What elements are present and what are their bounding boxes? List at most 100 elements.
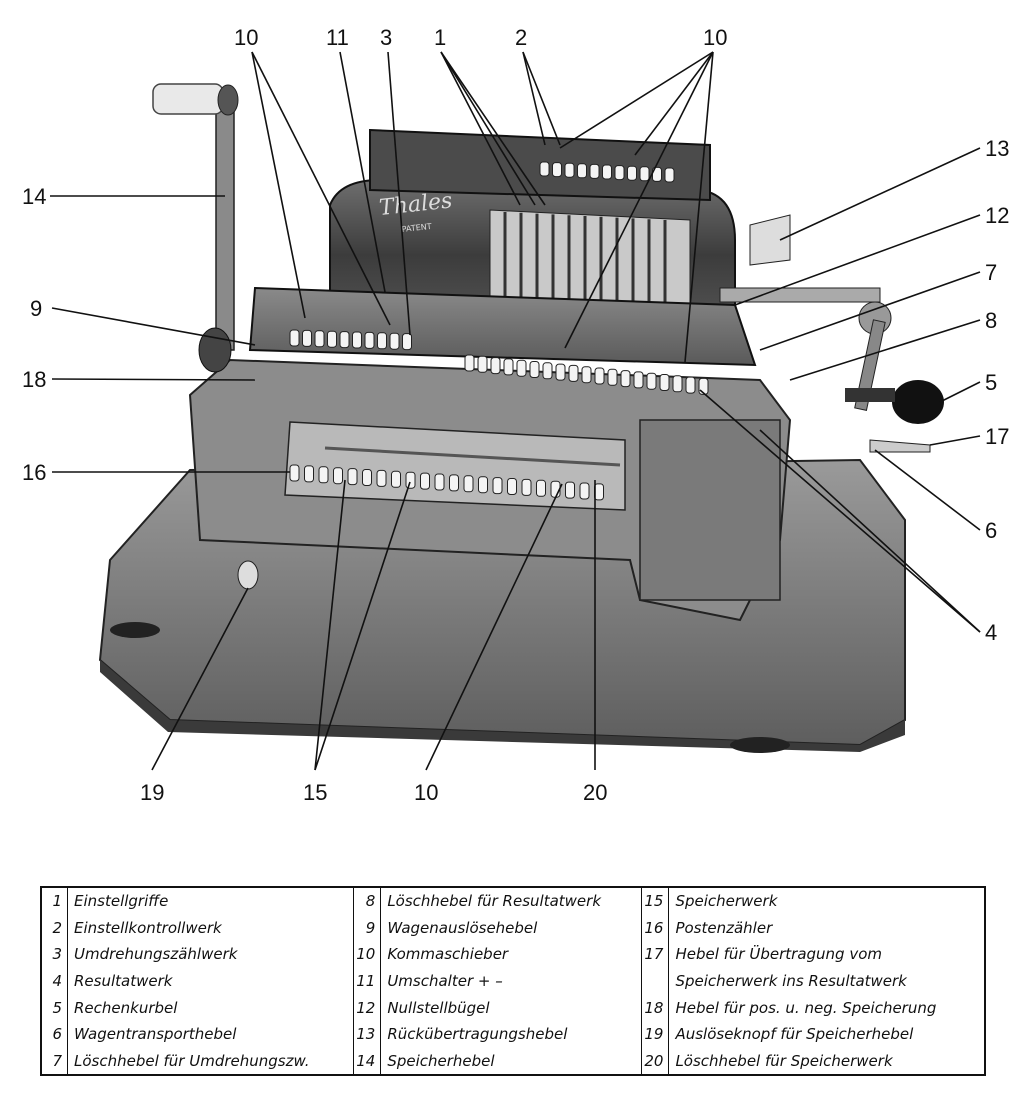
legend-number: 8	[353, 887, 382, 915]
storage-register-window	[304, 465, 314, 483]
patent-label: PATENT	[401, 222, 432, 234]
revolution-counter-window	[352, 331, 362, 349]
result-register-window	[542, 362, 553, 380]
callout-11: 11	[326, 25, 349, 50]
legend-number: 13	[353, 1020, 382, 1048]
legend-number: 3	[41, 941, 68, 968]
result-register-window	[477, 355, 488, 373]
legend-number: 18	[641, 994, 670, 1021]
storage-register-window	[434, 473, 445, 491]
result-register-window	[464, 354, 475, 372]
legend-description: Rechenkurbel	[67, 994, 355, 1021]
control-register-window	[539, 161, 550, 177]
callout-10-a: 10	[234, 25, 258, 50]
control-register-window	[639, 166, 650, 182]
revolution-counter-window	[377, 332, 387, 350]
storage-register-window	[536, 479, 546, 497]
result-register-window	[646, 372, 657, 390]
legend-description: Löschhebel für Umdrehungszw.	[67, 1047, 355, 1075]
legend-description: Speicherwerk	[675, 892, 778, 911]
callout-2: 2	[515, 25, 527, 50]
control-register-window	[589, 163, 600, 179]
result-register-window	[581, 366, 592, 384]
result-register-window	[620, 370, 631, 388]
storage-register-panel	[284, 421, 626, 511]
callout-7: 7	[985, 260, 997, 285]
legend-number: 7	[41, 1047, 68, 1075]
storage-register-window	[289, 464, 300, 482]
legend-description: Löschhebel für Speicherwerk	[675, 1051, 893, 1070]
legend-number: 5	[41, 994, 68, 1021]
control-register-window	[664, 167, 675, 183]
front-button-19[interactable]	[237, 560, 259, 590]
revolution-counter-window	[364, 331, 375, 349]
legend-number: 16	[641, 914, 670, 942]
storage-register-window	[333, 467, 343, 485]
callout-19: 19	[140, 780, 164, 805]
legend-description: Kommaschieber	[380, 941, 643, 968]
legend-number: 9	[353, 914, 382, 942]
lever-17[interactable]	[869, 439, 931, 453]
storage-register-window	[376, 469, 387, 487]
legend-number: 4	[41, 967, 68, 995]
revolution-counter-window	[314, 330, 325, 348]
control-register-window	[564, 162, 575, 178]
legend-description: Wagenauslösehebel	[380, 914, 643, 942]
callout-4: 4	[985, 620, 997, 645]
result-register-window	[490, 357, 501, 375]
legend-number: 17	[641, 941, 670, 968]
legend-description: Speicherhebel	[380, 1047, 643, 1075]
legend-description: Resultatwerk	[67, 967, 355, 995]
result-register-window	[555, 363, 566, 381]
storage-register-window	[362, 469, 372, 486]
callout-15: 15	[303, 780, 327, 805]
legend-number: 1	[41, 887, 68, 915]
callout-3: 3	[380, 25, 392, 50]
storage-register-window	[594, 483, 604, 501]
result-register-window	[659, 374, 670, 391]
legend-number: 20	[641, 1047, 670, 1075]
control-register-window	[614, 165, 625, 181]
lever-13[interactable]	[749, 214, 791, 266]
storage-register-window	[478, 476, 488, 494]
legend-number	[641, 967, 670, 995]
legend-number: 15	[641, 887, 670, 915]
storage-register-window	[318, 466, 329, 484]
legend-number: 2	[41, 914, 68, 942]
control-register-window	[627, 165, 637, 181]
legend-description: Wagentransporthebel	[67, 1020, 355, 1048]
storage-lever[interactable]	[152, 83, 239, 373]
callout-5: 5	[985, 370, 997, 395]
result-register-window	[516, 359, 527, 377]
storage-register-window	[521, 478, 532, 496]
result-register-window	[633, 371, 644, 389]
storage-register-window	[492, 477, 503, 495]
callout-1: 1	[434, 25, 446, 50]
legend-description: Rückübertragungshebel	[380, 1020, 643, 1048]
legend-description: Postenzähler	[675, 918, 773, 937]
leader-lines	[50, 51, 981, 771]
result-register-window	[685, 376, 696, 394]
legend-description: Speicherwerk ins Resultatwerk	[675, 971, 907, 990]
storage-register-window	[565, 481, 575, 499]
callout-13: 13	[985, 136, 1009, 161]
revolution-counter-window	[339, 331, 350, 349]
callout-12: 12	[985, 203, 1009, 228]
callout-16: 16	[22, 460, 46, 485]
callout-6: 6	[985, 518, 997, 543]
calculator-illustration: Thales PATENT	[22, 25, 1009, 805]
legend-number: 19	[641, 1020, 670, 1048]
storage-register-window	[405, 471, 416, 489]
legend-description: Hebel für Übertragung vom	[675, 945, 882, 964]
result-register-window	[568, 364, 579, 382]
legend-description: Umschalter + –	[380, 967, 643, 995]
legend-description: Einstellkontrollwerk	[67, 914, 355, 942]
revolution-counter-window	[327, 330, 337, 348]
storage-register-window	[449, 474, 459, 492]
calculating-crank[interactable]	[719, 287, 944, 424]
result-register-window	[672, 375, 683, 393]
